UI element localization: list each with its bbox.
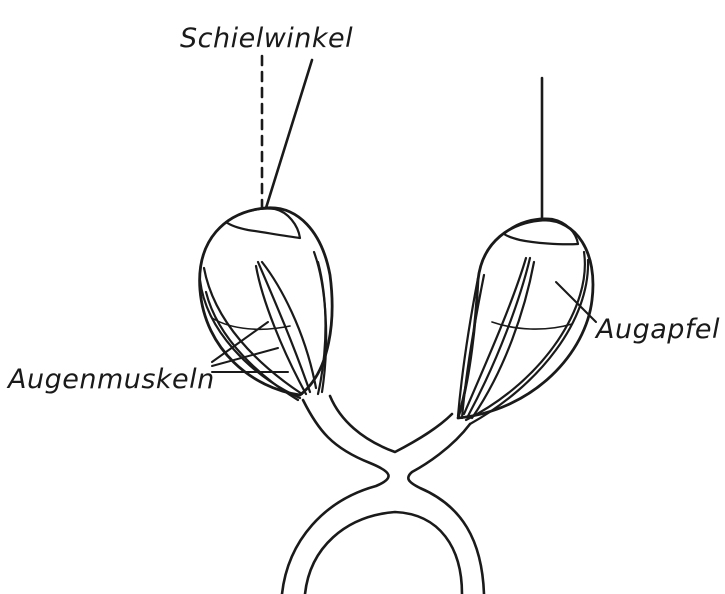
right-muscle-outer-a (458, 278, 478, 416)
label-eye-muscles: Augenmuskeln (6, 364, 215, 395)
optic-chiasm (282, 396, 484, 594)
right-eyeball-outline (458, 220, 593, 418)
right-eyeball (458, 219, 593, 418)
right-eyeball-equator (492, 322, 572, 329)
label-eyeball: Augapfel (594, 314, 720, 345)
leader-lines (212, 282, 596, 372)
optic-tract-inner (305, 512, 462, 594)
label-squint-angle: Schielwinkel (180, 23, 353, 54)
optic-nerve-left-outer (282, 400, 389, 594)
optic-nerve-right-outer (408, 424, 484, 594)
right-cornea (504, 219, 578, 245)
optic-nerve-inner-arch (330, 396, 452, 452)
left-visual-axis (266, 60, 312, 208)
